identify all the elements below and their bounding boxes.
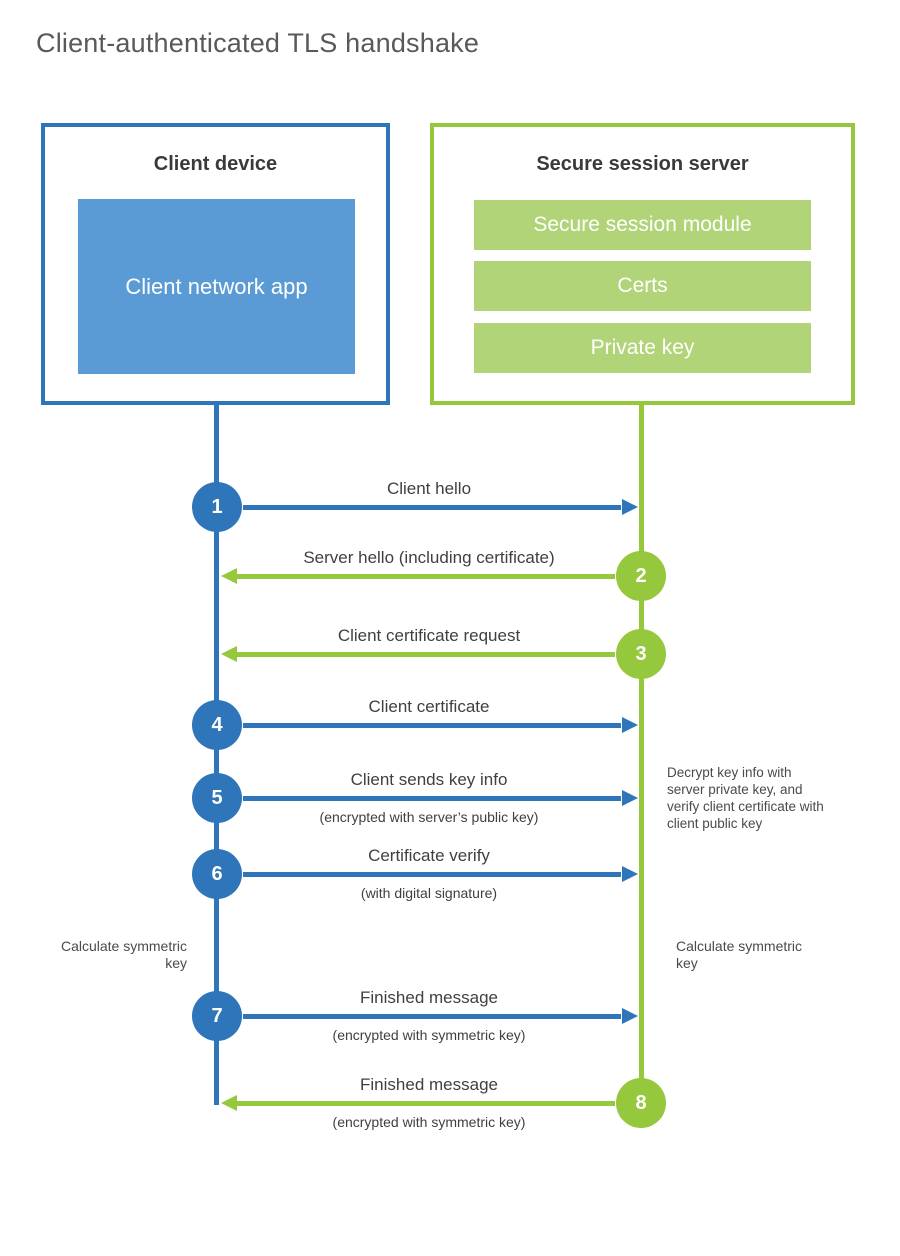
message-sublabel: (with digital signature) — [360, 885, 498, 901]
step-circle: 7 — [192, 991, 242, 1041]
client-device-title: Client device — [153, 153, 278, 175]
message-arrow — [243, 505, 621, 510]
arrowhead-left-icon — [221, 1095, 237, 1111]
server-private-key-bar: Private key — [474, 323, 811, 373]
server-certs-bar: Certs — [474, 261, 811, 311]
arrowhead-right-icon — [622, 499, 638, 515]
message-sublabel: (encrypted with symmetric key) — [332, 1027, 526, 1043]
step-number: 4 — [211, 713, 223, 736]
arrowhead-left-icon — [221, 568, 237, 584]
calc-symmetric-key-note-client: Calculate symmetric key — [60, 938, 187, 972]
step-number: 2 — [635, 564, 647, 587]
message-sublabel: (encrypted with server’s public key) — [319, 809, 539, 825]
message-arrow — [243, 796, 621, 801]
message-label: Server hello (including certificate) — [303, 548, 555, 567]
arrowhead-right-icon — [622, 866, 638, 882]
message-arrow — [243, 723, 621, 728]
message-label: Client certificate — [368, 697, 490, 716]
step-number: 6 — [211, 862, 223, 885]
server-module-bar: Secure session module — [474, 200, 811, 250]
step-circle: 5 — [192, 773, 242, 823]
step-number: 5 — [211, 786, 223, 809]
message-label: Finished message — [360, 1075, 498, 1094]
message-label: Client sends key info — [350, 770, 508, 789]
decrypt-note: Decrypt key info with server private key… — [667, 765, 824, 831]
message-label: Client hello — [386, 479, 472, 498]
step-number: 1 — [211, 495, 223, 518]
client-device-box: Client device Client network app — [41, 123, 390, 405]
arrowhead-right-icon — [622, 717, 638, 733]
message-label: Finished message — [360, 988, 498, 1007]
step-number: 7 — [211, 1004, 223, 1027]
step-number: 8 — [635, 1091, 647, 1114]
client-network-app-box: Client network app — [78, 199, 355, 374]
message-label: Client certificate request — [337, 626, 521, 645]
arrowhead-right-icon — [622, 790, 638, 806]
arrowhead-right-icon — [622, 1008, 638, 1024]
message-arrow — [237, 652, 615, 657]
message-arrow — [243, 872, 621, 877]
message-label: Certificate verify — [368, 846, 490, 865]
message-arrow — [237, 574, 615, 579]
step-circle: 4 — [192, 700, 242, 750]
step-circle: 8 — [616, 1078, 666, 1128]
message-arrow — [237, 1101, 615, 1106]
step-circle: 6 — [192, 849, 242, 899]
step-circle: 3 — [616, 629, 666, 679]
server-box: Secure session server Secure session mod… — [430, 123, 855, 405]
message-sublabel: (encrypted with symmetric key) — [332, 1114, 526, 1130]
step-circle: 1 — [192, 482, 242, 532]
message-arrow — [243, 1014, 621, 1019]
calc-symmetric-key-note-server: Calculate symmetric key — [676, 938, 803, 972]
server-title: Secure session server — [536, 153, 749, 175]
page-title: Client-authenticated TLS handshake — [36, 28, 480, 58]
server-lifeline — [639, 403, 644, 1105]
arrowhead-left-icon — [221, 646, 237, 662]
step-number: 3 — [635, 642, 647, 665]
client-lifeline — [214, 403, 219, 1105]
step-circle: 2 — [616, 551, 666, 601]
